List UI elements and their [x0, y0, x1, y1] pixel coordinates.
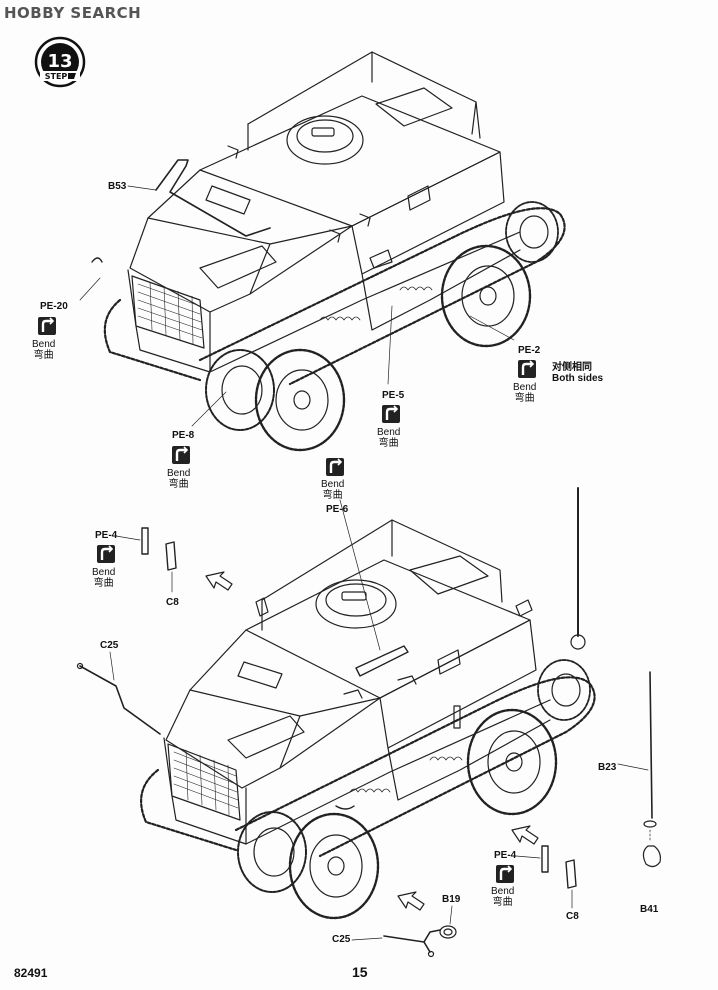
bottom-wheel-far: [537, 659, 591, 721]
top-wheel-far: [505, 201, 559, 263]
page-number: 15: [352, 964, 368, 980]
label-pe2: PE-2: [518, 345, 541, 356]
label-pe4-left: PE-4: [95, 530, 118, 541]
bend-icon: [382, 405, 400, 423]
antenna-parts: [570, 487, 661, 868]
label-c25-left: C25: [100, 640, 119, 651]
label-b41: B41: [640, 904, 659, 915]
step-badge: 13 STEP: [34, 36, 86, 88]
label-c8-left: C8: [166, 597, 179, 608]
bend-note-zh: 弯曲: [492, 897, 513, 908]
label-b19: B19: [442, 894, 461, 905]
bend-note-pe20: Bend 弯曲: [32, 339, 55, 361]
label-pe5: PE-5: [382, 390, 405, 401]
step-badge-icon: 13 STEP: [34, 36, 86, 88]
bend-note-zh: 弯曲: [93, 578, 114, 589]
step-number: 13: [47, 51, 72, 72]
label-c25-bottom: C25: [332, 934, 351, 945]
pe4-c8-left-parts: [115, 527, 177, 593]
label-pe6: PE-6: [326, 504, 349, 515]
label-c8-right: C8: [566, 911, 579, 922]
step-word: STEP: [45, 72, 68, 81]
bend-note-zh: 弯曲: [168, 479, 189, 490]
bend-icon: [97, 545, 115, 563]
bend-icon: [172, 446, 190, 464]
bend-icon: [518, 360, 536, 378]
label-pe20: PE-20: [40, 301, 68, 312]
both-sides-zh: 对侧相同: [552, 362, 592, 373]
bend-note-en: Bend: [321, 479, 345, 490]
bend-note-en: Bend: [167, 468, 191, 479]
bend-note-pe8: Bend 弯曲: [167, 468, 190, 490]
bend-note-pe5: Bend 弯曲: [377, 427, 400, 449]
b19-c25-bottom-parts: [351, 905, 457, 958]
both-sides-en: Both sides: [552, 373, 604, 384]
direction-arrow-icon: [205, 571, 539, 911]
bottom-wheel-front-right: [288, 812, 380, 920]
bend-note-en: Bend: [491, 886, 515, 897]
bend-note-zh: 弯曲: [378, 438, 399, 449]
top-vehicle-drawing: [79, 51, 566, 651]
label-pe8: PE-8: [172, 430, 195, 441]
bend-icon: [326, 458, 344, 476]
label-b23: B23: [598, 762, 617, 773]
top-wheel-rear: [440, 244, 532, 348]
bend-note-zh: 弯曲: [514, 393, 535, 404]
product-code: 82491: [14, 966, 48, 980]
bend-note-pe2: Bend 弯曲: [513, 382, 536, 404]
top-wheel-front-right: [254, 348, 346, 452]
both-sides-note: 对侧相同 Both sides: [552, 362, 603, 384]
bend-note-zh: 弯曲: [322, 490, 343, 501]
bottom-wheel-front-left: [237, 811, 307, 893]
bottom-vehicle-drawing: [140, 519, 596, 920]
label-pe4-right: PE-4: [494, 850, 517, 861]
bend-note-en: Bend: [377, 427, 401, 438]
bend-icon: [38, 317, 56, 335]
watermark: HOBBY SEARCH: [4, 4, 142, 22]
c25-left-part: [76, 651, 161, 735]
bend-note-pe4-right: Bend 弯曲: [491, 886, 514, 908]
bend-note-en: Bend: [513, 382, 537, 393]
bottom-wheel-rear: [466, 708, 558, 816]
pe4-c8-right-parts: [515, 845, 577, 909]
bend-note-en: Bend: [92, 567, 116, 578]
label-b53: B53: [108, 181, 127, 192]
bend-note-pe6: Bend 弯曲: [321, 479, 344, 501]
top-wheel-front-left: [205, 349, 275, 431]
bend-note-en: Bend: [32, 339, 56, 350]
bend-note-pe4-left: Bend 弯曲: [92, 567, 115, 589]
bend-icon: [496, 865, 514, 883]
bend-note-zh: 弯曲: [33, 350, 54, 361]
